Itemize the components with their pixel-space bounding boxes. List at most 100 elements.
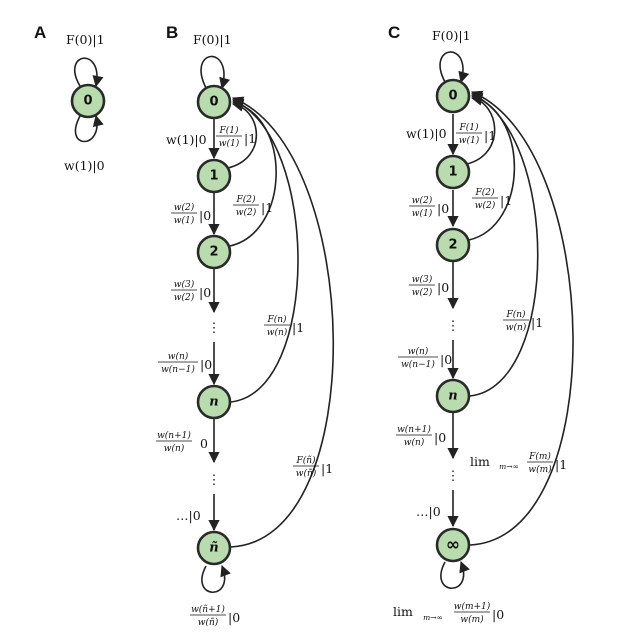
panel-c-node-infinity: [435, 527, 471, 563]
svg-text:w(n): w(n): [408, 346, 429, 357]
panel-b-node-last: [196, 530, 232, 566]
panel-b-back-n: [230, 98, 299, 403]
svg-text:w(2): w(2): [412, 287, 433, 298]
panel-c-fwd-dots-n-label: w(n) w(n−1) |0: [398, 346, 452, 370]
panel-b-back-n-label: F(n) w(n) |1: [264, 314, 304, 338]
svg-text:F(2): F(2): [475, 187, 495, 198]
svg-text:w(ñ): w(ñ): [296, 468, 317, 479]
panel-c-node-1: [435, 154, 471, 190]
panel-b-node-n-label: n: [209, 395, 218, 410]
panel-b-node-1: [196, 158, 232, 194]
svg-text:lim: lim: [470, 454, 490, 469]
svg-text:|1: |1: [244, 131, 256, 146]
panel-c-self-loop-top-label: F(0)|1: [432, 28, 471, 43]
svg-text:w(n+1): w(n+1): [157, 430, 191, 441]
panel-c-self-loop-bottom-label: lim m→∞ w(m+1) w(m) |0: [393, 601, 504, 625]
panel-b-node-0-label: 0: [209, 95, 218, 110]
panel-b-node-last-label: ñ: [209, 541, 218, 556]
panel-a-node-0: [70, 83, 106, 119]
svg-text:w(2): w(2): [475, 200, 496, 211]
svg-text:|1: |1: [531, 315, 543, 330]
svg-text:w(ñ): w(ñ): [198, 617, 219, 628]
panel-b-node-2: [196, 234, 232, 270]
panel-c-node-0: [435, 78, 471, 114]
panel-c-node-n: [435, 378, 471, 414]
svg-text:|0: |0: [199, 208, 211, 223]
svg-text:w(m): w(m): [528, 464, 552, 475]
panel-b-back-last: [230, 96, 335, 548]
svg-text:w(n): w(n): [168, 351, 189, 362]
svg-text:w(m): w(m): [460, 614, 484, 625]
panel-b-vdots-2: ⋮: [208, 473, 221, 488]
panel-c-node-n-label: n: [448, 389, 457, 404]
svg-text:|0: |0: [440, 352, 452, 367]
panel-c-fwd-n-dots-label: w(n+1) w(n) |0: [396, 424, 446, 448]
panel-c-node-1-label: 1: [448, 165, 457, 180]
svg-text:w(2): w(2): [412, 195, 433, 206]
panel-c-self-loop-bottom: [440, 560, 470, 590]
panel-b-self-loop-bottom: [201, 564, 231, 594]
svg-text:0: 0: [200, 436, 208, 451]
panel-c-back-1-label: F(1) w(1) |1: [456, 122, 496, 146]
panel-a-node-0-label: 0: [83, 94, 92, 109]
panel-a-letter: A: [34, 23, 46, 42]
panel-c-fwd-dots-last-label: …|0: [416, 504, 441, 519]
svg-text:|0: |0: [437, 201, 449, 216]
svg-text:F(n): F(n): [505, 309, 526, 320]
svg-text:w(ñ+1): w(ñ+1): [191, 604, 225, 615]
svg-text:w(3): w(3): [174, 279, 195, 290]
svg-text:|1: |1: [321, 461, 333, 476]
svg-text:|0: |0: [434, 430, 446, 445]
panel-b-back-last-label: F(ñ) w(ñ) |1: [293, 455, 333, 479]
svg-text:|1: |1: [500, 193, 512, 208]
svg-text:F(m): F(m): [528, 451, 551, 462]
svg-text:w(2): w(2): [174, 202, 195, 213]
svg-text:w(n−1): w(n−1): [161, 364, 195, 375]
panel-a-self-loop-top: [73, 57, 104, 88]
svg-text:w(n+1): w(n+1): [397, 424, 431, 435]
panel-c-fwd-1-2-label: w(2) w(1) |0: [409, 195, 449, 219]
svg-text:F(1): F(1): [219, 125, 239, 136]
panel-b-letter: B: [166, 23, 178, 42]
panel-c-back-n: [469, 93, 539, 397]
svg-text:lim: lim: [393, 604, 413, 619]
panel-c-node-infinity-label: ∞: [446, 535, 460, 555]
svg-text:|0: |0: [492, 607, 504, 622]
panel-b-edge-0-1-label: w(1)|0: [166, 132, 207, 147]
panel-a-self-loop-bottom-label: w(1)|0: [64, 158, 105, 173]
panel-c-back-n-label: F(n) w(n) |1: [503, 309, 543, 333]
svg-text:|0: |0: [200, 357, 212, 372]
panel-b-self-loop-top: [200, 55, 231, 90]
panel-b-self-loop-bottom-label: w(ñ+1) w(ñ) |0: [190, 604, 240, 628]
panel-b-node-1-label: 1: [209, 169, 218, 184]
panel-c-node-2: [435, 227, 471, 263]
svg-text:w(1): w(1): [174, 215, 195, 226]
panel-a-self-loop-top-label: F(0)|1: [66, 32, 105, 47]
panel-b-fwd-n-dots-label: w(n+1) w(n) 0: [156, 430, 208, 454]
panel-c-vdots-1: ⋮: [447, 319, 460, 334]
svg-text:|0: |0: [199, 285, 211, 300]
panel-b-fwd-dots-n-label: w(n) w(n−1) |0: [158, 351, 212, 375]
svg-text:w(n): w(n): [164, 443, 185, 454]
svg-text:|1: |1: [292, 320, 304, 335]
panel-b-vdots-1: ⋮: [208, 321, 221, 336]
panel-c-back-last-label: lim m→∞ F(m) w(m) |1: [470, 451, 567, 475]
panel-c-edge-0-1-label: w(1)|0: [406, 126, 447, 141]
svg-text:F(2): F(2): [236, 194, 256, 205]
svg-text:m→∞: m→∞: [499, 462, 519, 471]
panel-b-back-2-label: F(2) w(2) |1: [233, 194, 273, 218]
svg-text:w(n): w(n): [404, 437, 425, 448]
svg-text:w(1): w(1): [219, 138, 240, 149]
svg-text:F(n): F(n): [266, 314, 287, 325]
svg-text:|0: |0: [437, 280, 449, 295]
svg-text:w(2): w(2): [236, 207, 257, 218]
panel-b-fwd-1-2-label: w(2) w(1) |0: [171, 202, 211, 226]
panel-b-fwd-dots-last-label: …|0: [176, 508, 201, 523]
panel-b-self-loop-top-label: F(0)|1: [193, 32, 232, 47]
panel-c-self-loop-top: [439, 51, 470, 84]
svg-text:|1: |1: [261, 200, 273, 215]
svg-text:w(m+1): w(m+1): [454, 601, 491, 612]
svg-text:w(n): w(n): [267, 327, 288, 338]
svg-text:F(1): F(1): [459, 122, 479, 133]
